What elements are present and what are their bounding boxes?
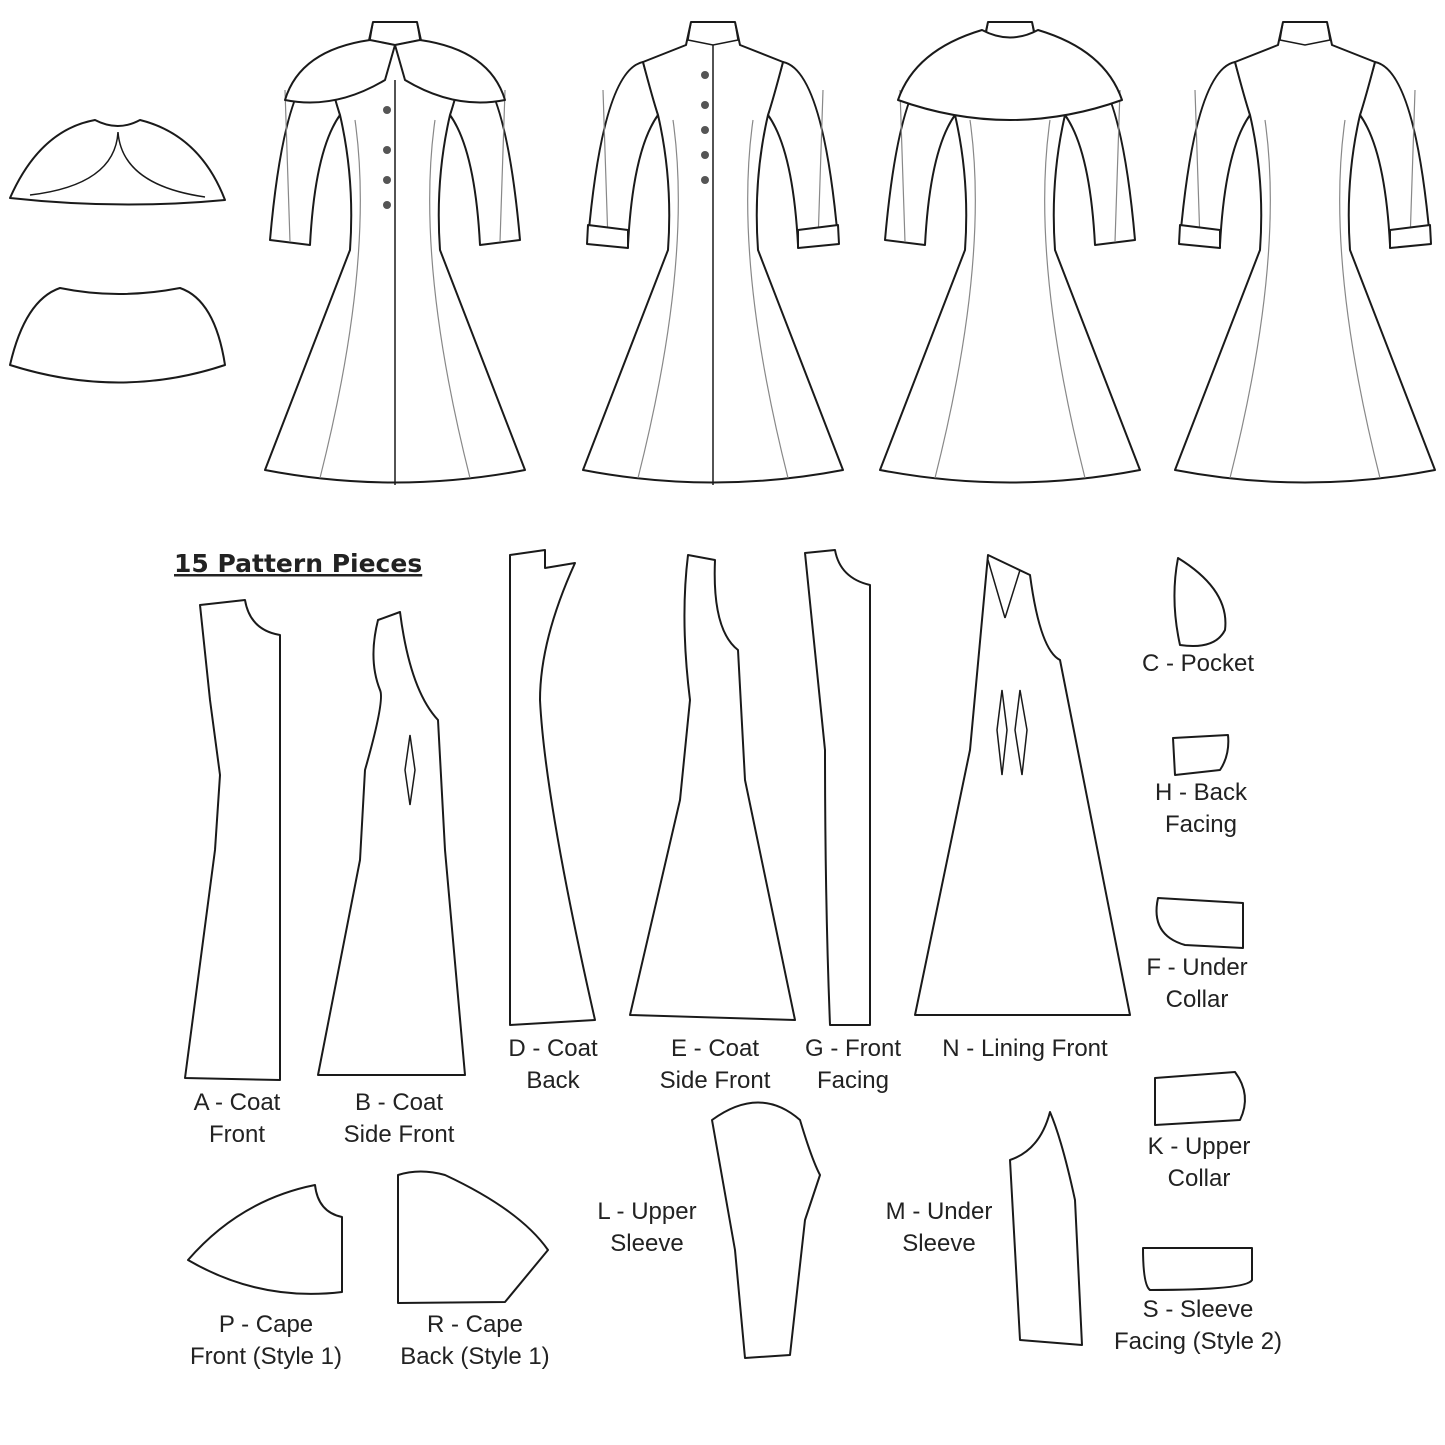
- label-b-2: Side Front: [344, 1121, 455, 1148]
- piece-b-coat-side-front: [317, 611, 466, 1076]
- piece-p-cape-front: [187, 1184, 343, 1295]
- label-g: G - Front: [805, 1035, 901, 1062]
- label-l: L - Upper: [597, 1198, 696, 1225]
- piece-m-under-sleeve: [1009, 1111, 1083, 1346]
- cape-back-sketch: [9, 287, 226, 384]
- piece-r-cape-back: [397, 1170, 549, 1304]
- coat-sketch-back: [1174, 21, 1436, 484]
- coat-sketch-front-cape: [264, 21, 526, 485]
- pattern-pieces-title: 15 Pattern Pieces: [174, 549, 422, 578]
- label-s: S - Sleeve: [1143, 1296, 1254, 1323]
- label-e: E - Coat: [671, 1035, 759, 1062]
- label-h-2: Facing: [1165, 811, 1237, 838]
- label-h: H - Back: [1155, 779, 1248, 806]
- label-l-2: Sleeve: [610, 1230, 683, 1257]
- label-d-2: Back: [526, 1067, 580, 1094]
- label-m-2: Sleeve: [902, 1230, 975, 1257]
- label-p-2: Front (Style 1): [190, 1343, 342, 1370]
- piece-a-coat-front: [184, 599, 281, 1081]
- label-f-2: Collar: [1166, 986, 1229, 1013]
- label-r-2: Back (Style 1): [400, 1343, 549, 1370]
- label-s-2: Facing (Style 2): [1114, 1328, 1282, 1355]
- label-g-2: Facing: [817, 1067, 889, 1094]
- label-k: K - Upper: [1148, 1133, 1251, 1160]
- label-k-2: Collar: [1168, 1165, 1231, 1192]
- label-f: F - Under: [1146, 954, 1247, 981]
- label-b: B - Coat: [355, 1089, 443, 1116]
- label-n: N - Lining Front: [942, 1035, 1108, 1062]
- label-m: M - Under: [886, 1198, 993, 1225]
- label-d: D - Coat: [508, 1035, 598, 1062]
- piece-s-sleeve-facing: [1142, 1247, 1253, 1291]
- piece-g-front-facing: [804, 549, 871, 1026]
- piece-labels: A - Coat Front B - Coat Side Front C - P…: [190, 650, 1282, 1370]
- label-r: R - Cape: [427, 1311, 523, 1338]
- label-c: C - Pocket: [1142, 650, 1254, 677]
- cape-front-sketch: [9, 119, 226, 206]
- label-p: P - Cape: [219, 1311, 313, 1338]
- piece-e-coat-side-front: [629, 554, 796, 1021]
- piece-c-pocket: [1173, 557, 1227, 647]
- piece-n-lining-front: [914, 554, 1131, 1016]
- piece-h-back-facing: [1172, 734, 1230, 776]
- coat-sketch-back-cape: [879, 21, 1141, 484]
- piece-k-upper-collar: [1154, 1071, 1246, 1126]
- label-a-2: Front: [209, 1121, 265, 1148]
- piece-l-upper-sleeve: [711, 1101, 821, 1359]
- piece-f-under-collar: [1155, 897, 1244, 949]
- label-e-2: Side Front: [660, 1067, 771, 1094]
- piece-d-coat-back: [509, 549, 596, 1026]
- coat-sketch-front: [582, 21, 844, 485]
- label-a: A - Coat: [194, 1089, 281, 1116]
